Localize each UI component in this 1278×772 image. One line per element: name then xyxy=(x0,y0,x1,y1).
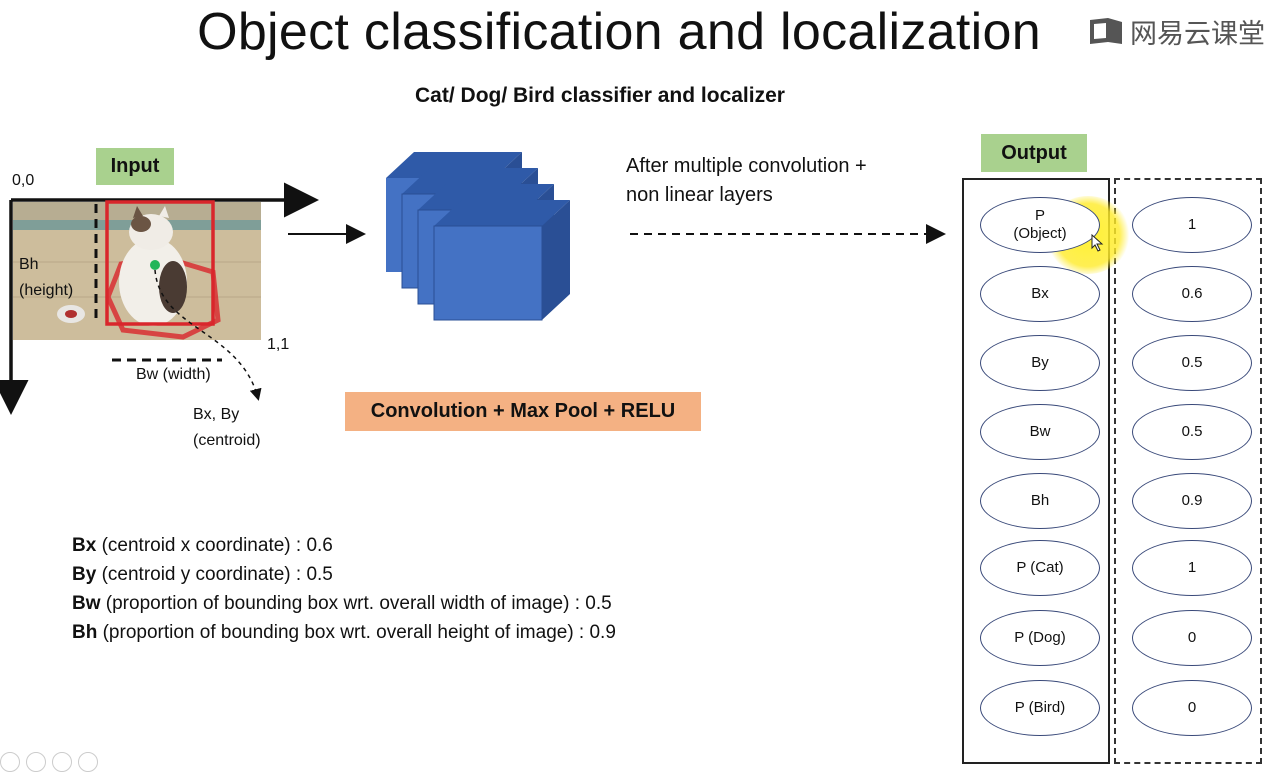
control-icon[interactable] xyxy=(78,752,98,772)
output-name-oval: P (Bird) xyxy=(980,680,1100,736)
slide-title: Object classification and localization xyxy=(197,3,1041,61)
input-label: Input xyxy=(96,148,174,185)
centroid-label-line1: Bx, By xyxy=(193,406,240,423)
cnn-layer-4 xyxy=(433,200,570,321)
output-value-oval: 0 xyxy=(1132,680,1252,736)
pipeline-description: After multiple convolution + non linear … xyxy=(626,152,867,210)
input-to-cnn-arrow xyxy=(288,224,366,244)
cat-photo xyxy=(13,202,261,340)
conv-layer-label: Convolution + Max Pool + RELU xyxy=(345,392,701,431)
bh-label: Bh (height) xyxy=(19,252,73,304)
output-values-column xyxy=(1114,178,1262,764)
output-value-oval: 1 xyxy=(1132,197,1252,253)
definition-by: By (centroid y coordinate) : 0.5 xyxy=(72,560,616,589)
book-icon xyxy=(1090,17,1122,44)
watermark-logo: 网易云课堂 xyxy=(1088,12,1265,51)
output-value-oval: 0 xyxy=(1132,610,1252,666)
output-name-oval: Bw xyxy=(980,404,1100,460)
bw-label: Bw (width) xyxy=(136,366,211,383)
output-name-oval: Bx xyxy=(980,266,1100,322)
cnn-to-output-arrow xyxy=(630,224,946,244)
output-name-oval: By xyxy=(980,335,1100,391)
origin-label: 0,0 xyxy=(12,172,35,189)
definition-term: Bh xyxy=(72,622,98,643)
mouse-pointer-icon xyxy=(1091,234,1104,252)
bh-label-line2: (height) xyxy=(19,282,74,299)
definition-text: (centroid y coordinate) : 0.5 xyxy=(96,564,333,585)
pipeline-description-line1: After multiple convolution + xyxy=(626,155,867,177)
output-label: Output xyxy=(981,134,1087,172)
definition-term: Bx xyxy=(72,535,97,556)
slide-subtitle: Cat/ Dog/ Bird classifier and localizer xyxy=(415,84,785,107)
output-name-oval: P (Object) xyxy=(980,197,1100,253)
definition-text: (proportion of bounding box wrt. overall… xyxy=(100,593,612,614)
output-value-oval: 1 xyxy=(1132,540,1252,596)
definition-text: (proportion of bounding box wrt. overall… xyxy=(97,622,616,643)
control-icon[interactable] xyxy=(52,752,72,772)
definition-bw: Bw (proportion of bounding box wrt. over… xyxy=(72,589,616,618)
cnn-layers-graphic xyxy=(386,152,570,321)
definition-bh: Bh (proportion of bounding box wrt. over… xyxy=(72,618,616,647)
output-names-column xyxy=(962,178,1110,764)
output-name-oval: Bh xyxy=(980,473,1100,529)
definitions-list: Bx (centroid x coordinate) : 0.6 By (cen… xyxy=(72,531,616,647)
corner-label: 1,1 xyxy=(267,336,290,353)
output-value-oval: 0.5 xyxy=(1132,335,1252,391)
player-controls xyxy=(0,752,98,772)
output-name-oval: P (Cat) xyxy=(980,540,1100,596)
centroid-label-line2: (centroid) xyxy=(193,432,261,449)
output-value-oval: 0.6 xyxy=(1132,266,1252,322)
control-icon[interactable] xyxy=(0,752,20,772)
bh-label-line1: Bh xyxy=(19,256,39,273)
logo-text: 网易云课堂 xyxy=(1130,19,1265,49)
control-icon[interactable] xyxy=(26,752,46,772)
output-name-oval: P (Dog) xyxy=(980,610,1100,666)
output-value-oval: 0.9 xyxy=(1132,473,1252,529)
pipeline-description-line2: non linear layers xyxy=(626,184,773,206)
centroid-label: Bx, By (centroid) xyxy=(193,402,261,454)
definition-term: By xyxy=(72,564,97,585)
input-diagram-overlay xyxy=(0,182,319,415)
output-value-oval: 0.5 xyxy=(1132,404,1252,460)
definition-text: (centroid x coordinate) : 0.6 xyxy=(96,535,333,556)
definition-bx: Bx (centroid x coordinate) : 0.6 xyxy=(72,531,616,560)
definition-term: Bw xyxy=(72,593,101,614)
